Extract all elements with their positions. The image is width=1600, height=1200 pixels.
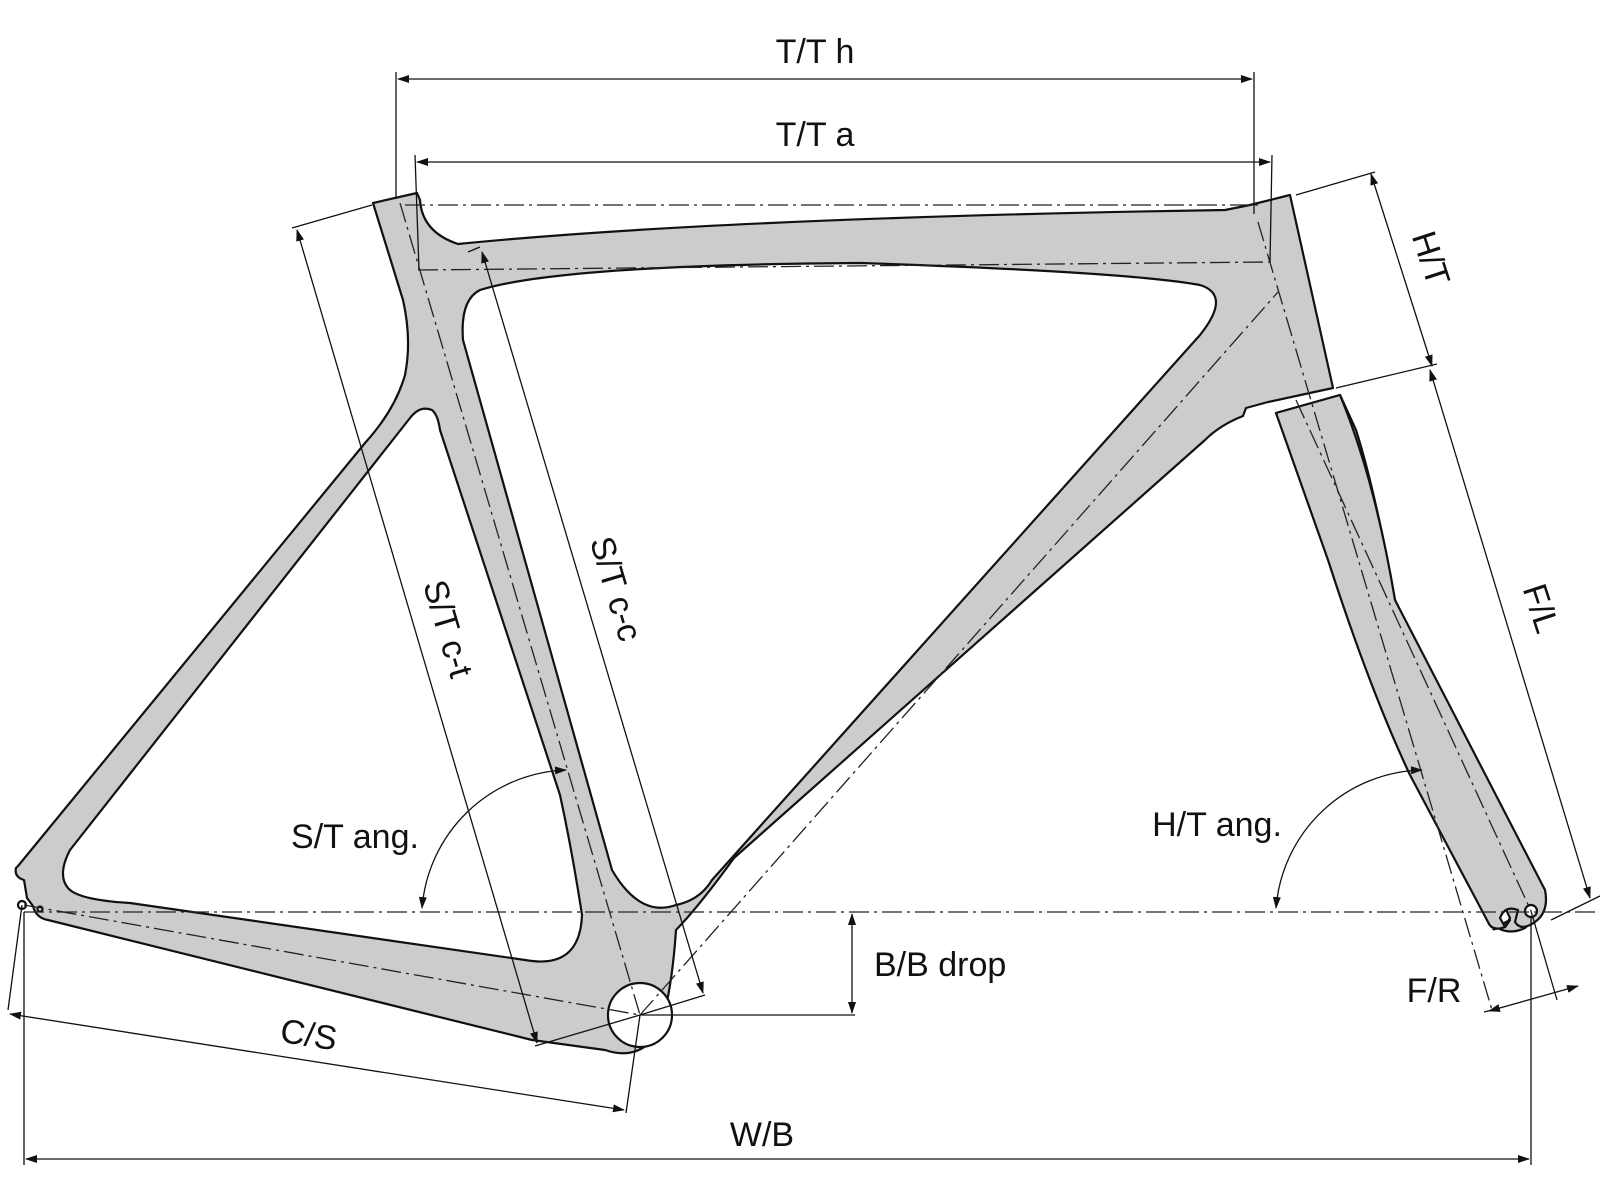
head-tube-angle-arc [1272,766,1423,909]
label-seat-tube-ct: S/T c-t [415,576,480,683]
label-wheelbase: W/B [730,1116,794,1154]
frame-body [14,191,1335,1055]
fork-rake-dim-line [1488,985,1579,1012]
chainstay-centerline [23,904,641,1016]
label-head-tube-angle: H/T ang. [1152,806,1282,844]
label-tt-actual: T/T a [776,116,855,154]
fork-centerline [1295,399,1532,912]
label-bb-drop: B/B drop [874,946,1006,984]
fork-length-dim-line [1429,369,1591,899]
label-fork-rake: F/R [1407,972,1462,1010]
label-chainstay: C/S [278,1012,340,1058]
label-seat-tube-cc: S/T c-c [582,532,649,645]
fork-blade-outline [1274,393,1548,930]
down-tube-centerline [639,291,1279,1016]
label-seat-tube-angle: S/T ang. [291,818,419,856]
seat-tube-angle-arc [418,766,567,909]
label-tt-horizontal: T/T h [776,33,855,71]
head-tube-dim-line [1370,173,1433,367]
chainstay-dim-line [9,1011,625,1113]
dimension-lines [7,72,1600,1165]
label-fork-length: F/L [1515,579,1566,637]
label-head-tube: H/T [1404,227,1457,291]
frame-silhouette [14,191,1548,1055]
